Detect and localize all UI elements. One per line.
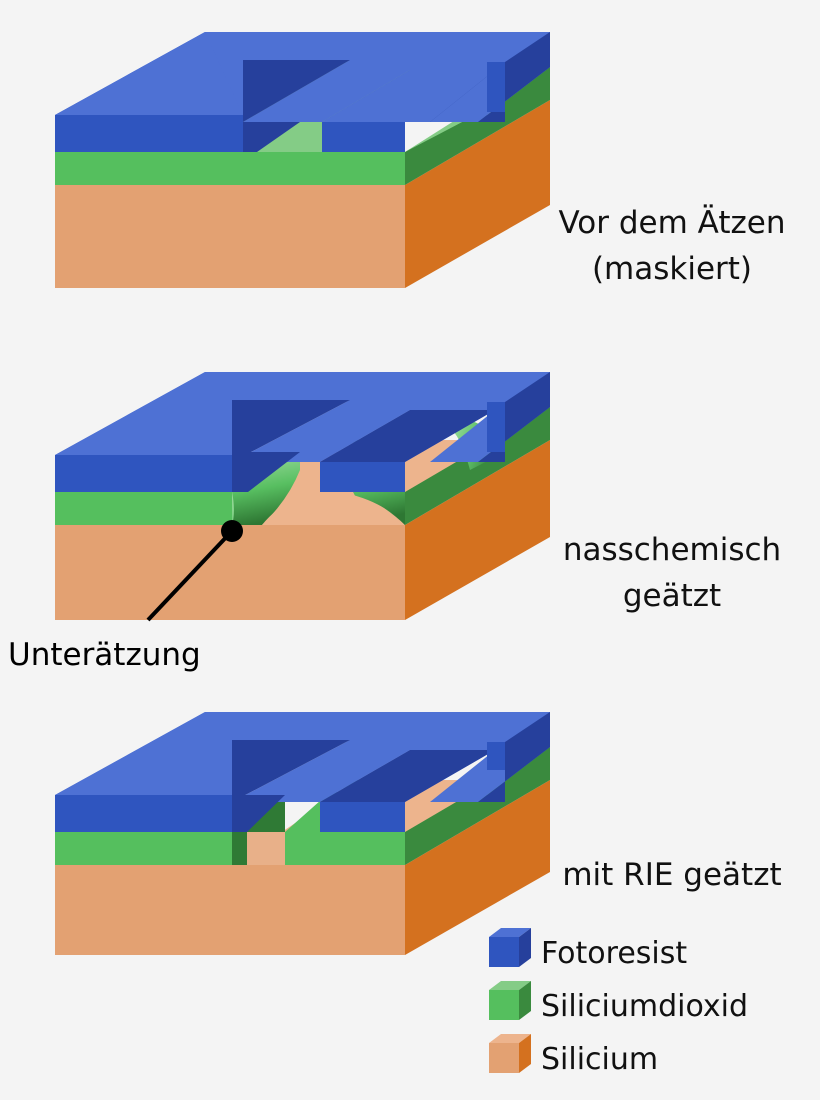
trench-notch-right xyxy=(487,742,505,770)
legend-item-silicium: Silicium xyxy=(489,1034,658,1077)
silicon-side-face xyxy=(405,100,550,288)
photoresist-top-bevel-left xyxy=(55,32,243,115)
oxide-front-face xyxy=(55,832,232,865)
photoresist-inner-wall-left xyxy=(243,115,300,152)
legend-cube-side xyxy=(519,1034,531,1073)
photoresist-pillar-front xyxy=(320,462,405,492)
trench-notch-right xyxy=(487,402,505,452)
legend-label-silicium: Silicium xyxy=(541,1042,658,1077)
silicon-front-face xyxy=(55,525,405,620)
legend-label-fotoresist: Fotoresist xyxy=(541,936,687,971)
panel-label-before-etch-line1: Vor dem Ätzen xyxy=(559,205,786,241)
photoresist-inner-bevel xyxy=(243,60,350,122)
oxide-side-face xyxy=(405,747,550,865)
panel-wet-etch: Unterätzung nasschemisch geätzt xyxy=(8,372,781,673)
legend-cube-top xyxy=(489,928,531,937)
legend-cube-top xyxy=(489,981,531,990)
photoresist-inner-bevel-2 xyxy=(322,70,495,122)
annotation-label: Unterätzung xyxy=(8,637,201,673)
legend-swatch-siliciumdioxid xyxy=(489,981,531,1020)
trench-notch-gap xyxy=(487,62,505,112)
legend-item-siliciumdioxid: Siliciumdioxid xyxy=(489,981,748,1024)
oxide-side-face xyxy=(405,67,550,185)
photoresist-front-face-left xyxy=(55,455,232,492)
photoresist-front-face-left xyxy=(55,795,232,832)
oxide-front-face xyxy=(55,152,405,185)
panel-label-rie-etch-line1: mit RIE geätzt xyxy=(562,857,781,893)
legend-cube-side xyxy=(519,928,531,967)
oxide-undercut-curve-main xyxy=(232,452,309,525)
photoresist-inner-wall-left xyxy=(232,795,285,832)
legend: Fotoresist Siliciumdioxid Silicium xyxy=(489,928,748,1077)
silicon-side-face xyxy=(405,780,550,955)
panel-label-wet-etch-line1: nasschemisch xyxy=(563,532,781,568)
legend-cube-top xyxy=(489,1034,531,1043)
undercut-annotation: Unterätzung xyxy=(8,520,243,673)
photoresist-inner-bevel-left xyxy=(232,400,350,462)
legend-cube-front xyxy=(489,1043,519,1073)
wafer-block-before-etch xyxy=(55,32,550,288)
photoresist-right-edge-face xyxy=(478,32,550,122)
legend-swatch-silicium xyxy=(489,1034,531,1073)
legend-item-fotoresist: Fotoresist xyxy=(489,928,687,971)
oxide-front-face-right xyxy=(285,832,405,865)
panel-rie-etch: mit RIE geätzt xyxy=(55,712,782,955)
photoresist-right-edge-face xyxy=(478,712,550,802)
panel-label-before-etch-line2: (maskiert) xyxy=(592,251,752,287)
photoresist-inner-bevel-left xyxy=(232,740,350,802)
legend-swatch-fotoresist xyxy=(489,928,531,967)
photoresist-front-face-pillar xyxy=(322,122,405,152)
annotation-leader-line xyxy=(146,529,234,622)
photoresist-front-face-left xyxy=(55,115,243,152)
photoresist-inner-wall-left xyxy=(232,452,300,492)
panel-label-wet-etch-line2: geätzt xyxy=(623,578,721,614)
silicon-side-face xyxy=(405,440,550,620)
legend-cube-front xyxy=(489,990,519,1020)
legend-cube-side xyxy=(519,981,531,1020)
photoresist-right-edge-face xyxy=(478,372,550,462)
silicon-front-face xyxy=(55,865,405,955)
legend-cube-front xyxy=(489,937,519,967)
legend-label-siliciumdioxid: Siliciumdioxid xyxy=(541,989,748,1024)
wafer-block-wet-etch xyxy=(55,372,550,620)
oxide-front-face xyxy=(55,492,232,525)
panel-before-etch: Vor dem Ätzen (maskiert) xyxy=(55,32,785,288)
photoresist-inner-wall-near xyxy=(320,750,495,802)
photoresist-inner-wall-near xyxy=(320,410,495,462)
wafer-block-rie-etch xyxy=(55,712,550,955)
oxide-sidewall-left xyxy=(232,832,247,865)
photoresist-pillar-front xyxy=(320,802,405,832)
silicon-front-face xyxy=(55,185,405,288)
